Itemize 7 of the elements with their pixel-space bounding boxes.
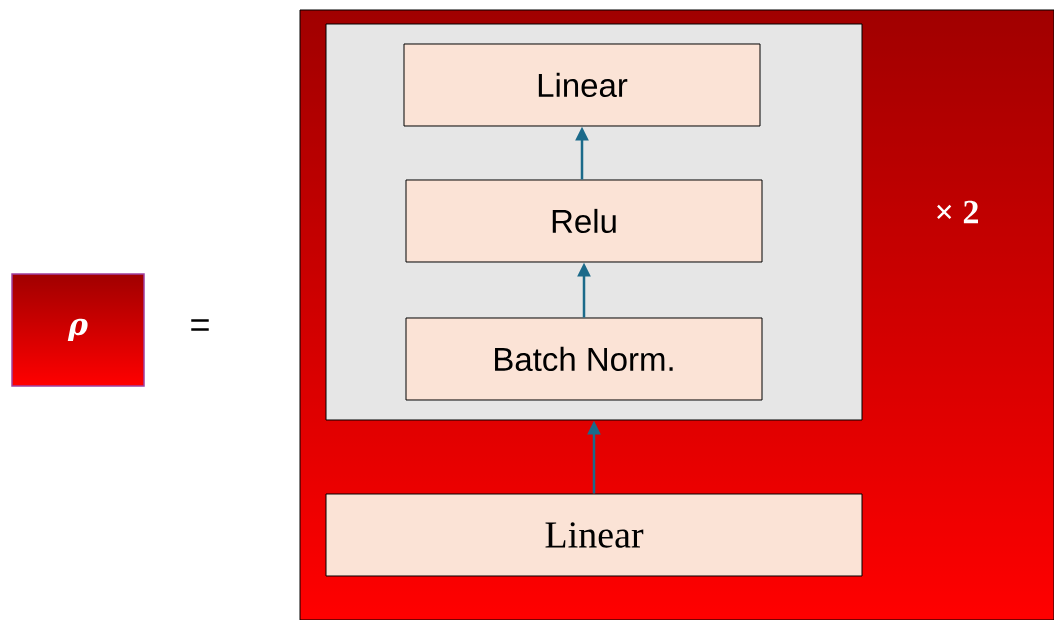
rho-box: ρ [11, 273, 145, 387]
equals-sign: = [191, 319, 209, 331]
layer-box: Relu [405, 179, 763, 263]
layer-box: Linear [325, 493, 863, 577]
layer-box: Batch Norm. [405, 317, 763, 401]
layer-box: Linear [403, 43, 761, 127]
repeat-count: × 2 [937, 200, 978, 224]
